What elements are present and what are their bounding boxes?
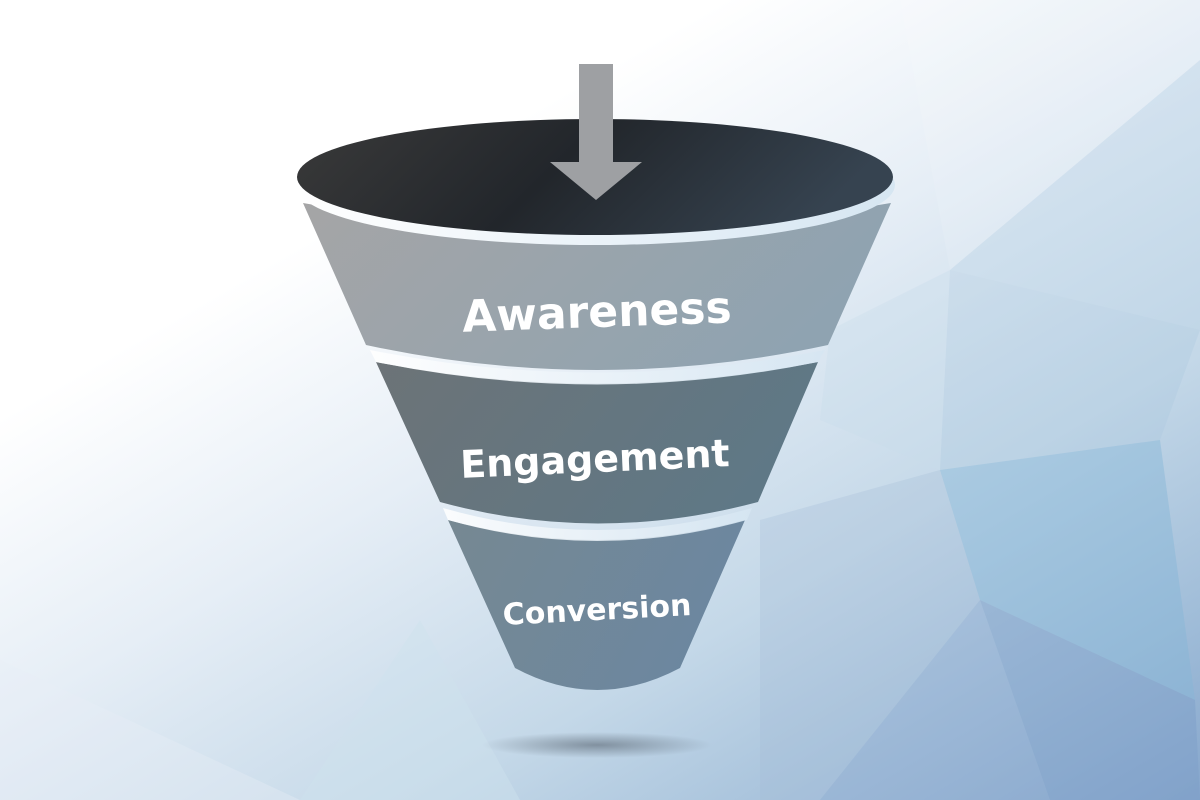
funnel-shadow	[482, 732, 712, 758]
stage-label-awareness: Awareness	[461, 282, 732, 342]
stage-conversion: Conversion	[443, 508, 752, 690]
stage-engagement: Engagement	[370, 350, 825, 524]
stage-awareness: Awareness	[303, 203, 891, 370]
arrow-down-icon	[550, 64, 642, 200]
